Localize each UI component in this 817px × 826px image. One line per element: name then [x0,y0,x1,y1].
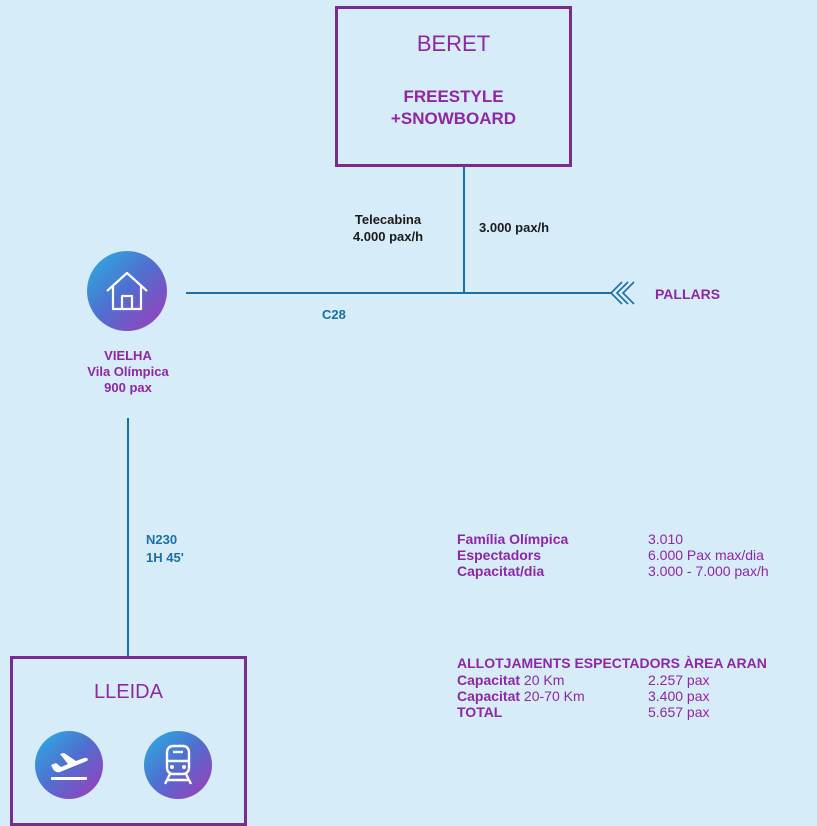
stat-row-capacitat: Capacitat/dia 3.000 - 7.000 pax/h [457,563,769,579]
n230-road: N230 [146,532,178,547]
stat-label: Família Olímpica [457,531,569,547]
lodging-row: Capacitat 20 Km 2.257 pax [457,672,710,688]
vielha-capacity: 900 pax [104,380,152,395]
chevron-arrows-icon [609,281,635,305]
n230-time: 1H 45' [146,550,184,565]
lodging-range: 20-70 Km [520,688,585,704]
lleida-title: LLEIDA [94,681,163,703]
beret-box: BERET FREESTYLE +SNOWBOARD [335,6,572,167]
train-icon [163,744,193,785]
telecabina-label: Telecabina 4.000 pax/h [318,211,458,245]
lodging-row: Capacitat 20-70 Km 3.400 pax [457,688,710,704]
lodging-label: Capacitat [457,688,521,704]
beret-capacity: 3.000 pax/h [479,220,550,235]
n230-road-line [127,418,129,656]
c28-label: C28 [322,307,346,322]
lodging-label: TOTAL [457,704,503,720]
stat-value: 3.010 [648,531,684,547]
lodging-label: Capacitat [457,672,521,688]
beret-discipline-2: +SNOWBOARD [390,109,517,128]
pallars-label: PALLARS [655,286,721,302]
lodging-value: 2.257 pax [648,672,710,688]
beret-connector-line [463,166,465,293]
lodging-row-total: TOTAL 5.657 pax [457,704,710,720]
stat-label: Capacitat/dia [457,563,545,579]
lodging-title: ALLOTJAMENTS ESPECTADORS ÀREA ARAN [457,655,767,671]
c28-road-line [186,292,611,294]
vielha-label: VIELHA Vila Olímpica 900 pax [48,348,208,396]
telecabina-name: Telecabina [354,212,422,227]
beret-title: BERET [416,31,491,56]
lodging-value: 3.400 pax [648,688,710,704]
stat-value: 6.000 Pax max/dia [648,547,764,563]
beret-discipline-1: FREESTYLE [403,87,504,106]
stat-label: Espectadors [457,547,542,563]
home-icon [106,271,148,311]
stat-value: 3.000 - 7.000 pax/h [648,563,769,579]
vielha-name: VIELHA [104,348,152,363]
vielha-home-circle [87,251,167,331]
n230-label: N230 1H 45' [146,531,184,567]
train-circle [144,731,212,799]
vielha-village: Vila Olímpica [87,364,169,379]
airport-circle [35,731,103,799]
lodging-range: 20 Km [520,672,565,688]
lleida-box: LLEIDA [10,656,247,826]
stat-row-familia: Família Olímpica 3.010 [457,531,683,547]
lodging-value: 5.657 pax [648,704,710,720]
telecabina-capacity: 4.000 pax/h [352,229,424,244]
airplane-icon [51,753,88,780]
stat-row-espectadors: Espectadors 6.000 Pax max/dia [457,547,764,563]
